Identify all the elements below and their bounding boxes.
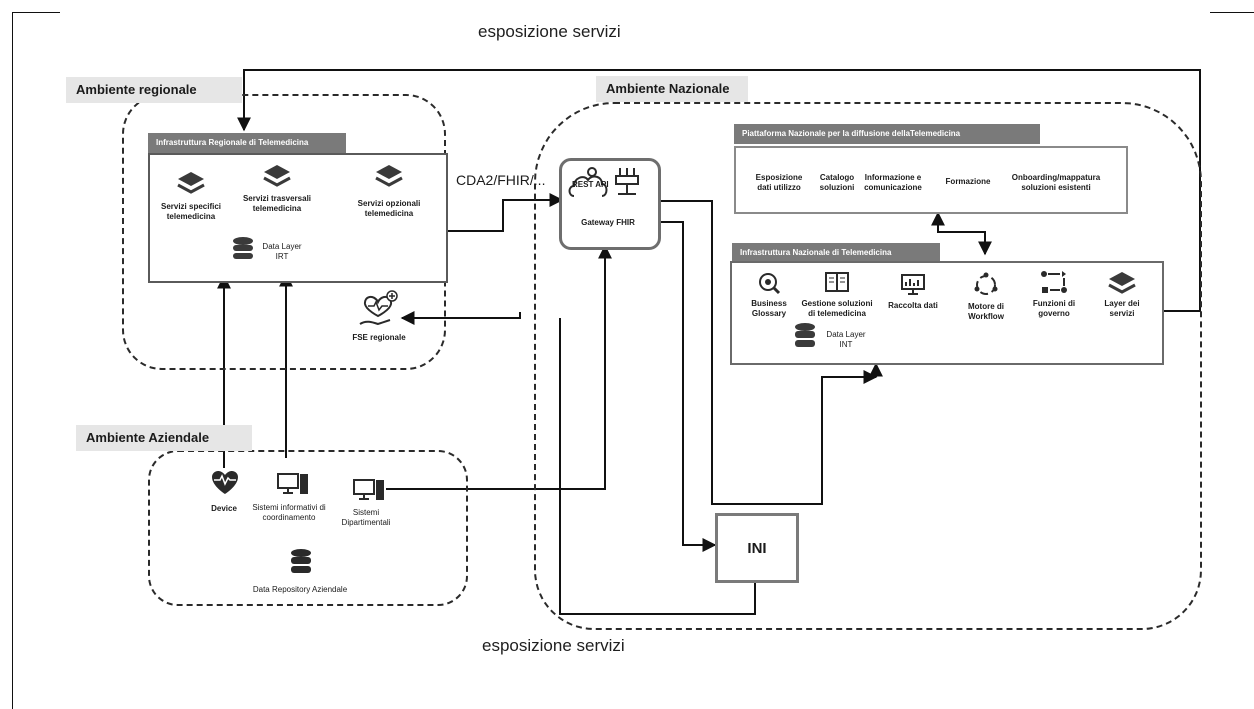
layers-icon [263, 165, 291, 187]
national-environment [534, 102, 1202, 630]
infra-gestione-label: Gestione soluzioni di telemedicina [801, 299, 873, 318]
ini-box: INI [715, 513, 799, 583]
connector-regional-gateway [446, 193, 564, 232]
database-icon [795, 323, 815, 347]
server-icon [615, 168, 639, 195]
layers-icon [1108, 272, 1136, 294]
service-opzionali-label: Servizi opzionali telemedicina [357, 199, 421, 218]
service-trasversali-label: Servizi trasversali telemedicina [242, 194, 312, 213]
device-label: Device [211, 504, 237, 513]
national-env-label: Ambiente Nazionale [596, 76, 748, 102]
connector-gateway-fse [400, 311, 521, 325]
service-opzionali: Servizi opzionali telemedicina [357, 163, 421, 219]
infra-gestione: Gestione soluzioni di telemedicina [800, 271, 874, 319]
aziendale-environment [148, 450, 468, 606]
ini-label: INI [747, 539, 767, 557]
platform-item-formazione: Formazione [945, 177, 991, 186]
frame-top-left [12, 12, 60, 13]
regional-env-label: Ambiente regionale [66, 77, 242, 103]
platform-item-informazione: Informazione e comunicazione [864, 173, 922, 192]
sistemi-dip-label: Sistemi Dipartimentali [341, 508, 391, 527]
platform-title: Piattaforma Nazionale per la diffusione … [734, 124, 1040, 144]
infra-layer-servizi: Layer dei servizi [1094, 270, 1150, 319]
infra-governo-label: Funzioni di governo [1032, 299, 1076, 318]
exposure-label-bottom: esposizione servizi [482, 636, 625, 655]
national-infra-title: Infrastruttura Nazionale di Telemedicina [732, 243, 940, 263]
infra-governo: Funzioni di governo [1026, 270, 1082, 319]
rest-api-label: REST API [572, 180, 609, 189]
service-specifici-label: Servizi specifici telemedicina [160, 202, 222, 221]
fse-label: FSE regionale [352, 333, 406, 342]
frame-top-right [1210, 12, 1254, 13]
heart-hand-icon [359, 290, 398, 326]
cycle-icon [974, 272, 998, 295]
heart-pulse-icon [212, 470, 238, 494]
connector-platform-infra [931, 211, 992, 256]
layers-icon [375, 165, 403, 187]
database-icon [233, 237, 253, 259]
infra-business-glossary-label: Business Glossary [751, 299, 787, 318]
sistemi-coord-label: Sistemi informativi di coordinamento [252, 503, 326, 522]
connector-exposure-top [237, 69, 1201, 312]
connector-dip-gateway [386, 244, 612, 490]
service-specifici: Servizi specifici telemedicina [160, 170, 222, 222]
frame-left [12, 12, 13, 709]
flow-icon [1041, 271, 1067, 293]
regional-infra-box [148, 153, 448, 283]
service-trasversali: Servizi trasversali telemedicina [240, 163, 314, 214]
platform-item-esposizione: Esposizione dati utilizzo [755, 173, 803, 192]
gateway-fhir-label: Gateway FHIR [581, 218, 635, 227]
infra-raccolta-label: Raccolta dati [888, 301, 938, 310]
exposure-label-top: esposizione servizi [478, 22, 621, 41]
national-infra-box [730, 261, 1164, 365]
platform-item-onboarding: Onboarding/mappatura soluzioni esistenti [1011, 173, 1101, 192]
book-icon [825, 272, 849, 292]
infra-raccolta: Raccolta dati [880, 273, 946, 311]
database-icon [291, 549, 311, 573]
computer-icon [353, 479, 384, 500]
computer-icon [277, 473, 308, 494]
infra-business-glossary: Business Glossary [744, 271, 794, 319]
infra-layer-servizi-label: Layer dei servizi [1104, 299, 1140, 318]
data-layer-int: Data Layer INT [826, 330, 866, 349]
gateway-fhir-box [559, 158, 661, 250]
monitor-chart-icon [901, 274, 925, 295]
regional-infra-title: Infrastruttura Regionale di Telemedicina [148, 133, 346, 153]
cda-label: CDA2/FHIR/... [456, 172, 546, 188]
rest-api-icon [568, 167, 608, 197]
data-layer-irt: Data Layer IRT [262, 242, 302, 261]
layers-icon [177, 172, 205, 194]
connector-gateway-ini [657, 221, 717, 552]
connector-gateway-int [657, 200, 878, 505]
magnifier-icon [759, 273, 781, 295]
infra-workflow: Motore di Workflow [958, 272, 1014, 322]
aziendale-env-label: Ambiente Aziendale [76, 425, 252, 451]
infra-workflow-label: Motore di Workflow [968, 302, 1004, 321]
platform-item-catalogo: Catalogo soluzioni [819, 173, 855, 192]
repository-label: Data Repository Aziendale [252, 585, 348, 594]
platform-box [734, 146, 1128, 214]
connector-ini-loop [559, 318, 756, 615]
